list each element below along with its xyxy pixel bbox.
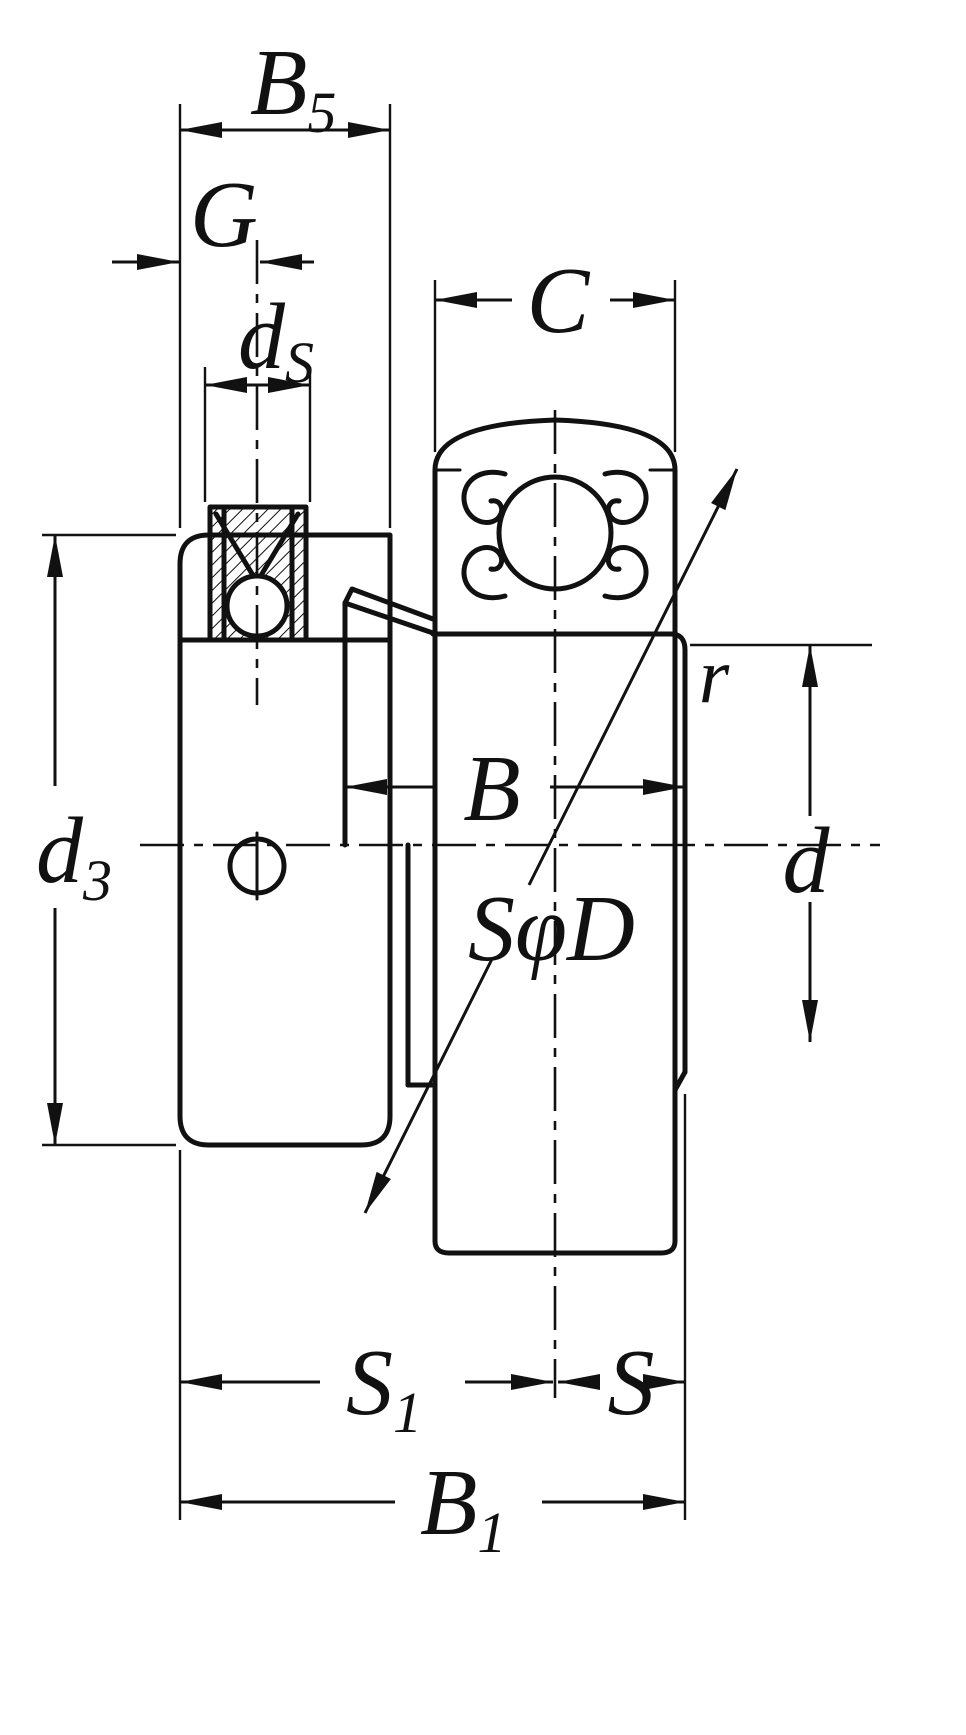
dimension-r: r: [699, 632, 730, 719]
dim-label-B5: B5: [250, 31, 336, 145]
dim-label-d: d: [783, 809, 831, 913]
dim-label-C: C: [527, 249, 591, 353]
dimension-d: d: [690, 643, 872, 1042]
dimension-SphiD: SφD: [363, 468, 739, 1214]
dimension-G: G: [112, 163, 314, 270]
dim-label-SphiD: SφD: [468, 877, 635, 981]
centerlines: [140, 240, 880, 1398]
dimension-B5: B5: [178, 31, 392, 528]
dim-label-B: B: [463, 737, 520, 841]
dimension-S: S: [558, 1331, 685, 1435]
part-outlines: [177, 417, 688, 1256]
dimensions: B5 G dS C r d3: [36, 31, 872, 1565]
dim-label-r: r: [699, 632, 730, 719]
dimension-d3: d3: [36, 533, 176, 1147]
seal-curl-bottom-left: [461, 545, 508, 601]
seal-curl-top-right: [602, 469, 649, 525]
collar-outline: [177, 532, 393, 1148]
dimension-B1: B1: [178, 1094, 687, 1565]
seal-curl-top-left: [461, 469, 508, 525]
dim-label-G: G: [190, 163, 258, 267]
body-top-edge: [430, 631, 688, 848]
dimension-C: C: [433, 249, 677, 452]
seal-curl-bottom-right: [602, 545, 649, 601]
dimension-B: B: [345, 737, 685, 841]
dim-label-d3: d3: [36, 799, 112, 913]
dim-label-ds: dS: [238, 285, 314, 395]
dimension-S1: S1: [180, 1331, 553, 1445]
dim-label-S1: S1: [346, 1331, 422, 1445]
body-wedge-line: [342, 600, 436, 636]
dim-label-S: S: [608, 1331, 655, 1435]
body-left-edge: [342, 586, 436, 848]
dim-label-B1: B1: [420, 1451, 506, 1565]
dimension-ds: dS: [203, 285, 314, 502]
